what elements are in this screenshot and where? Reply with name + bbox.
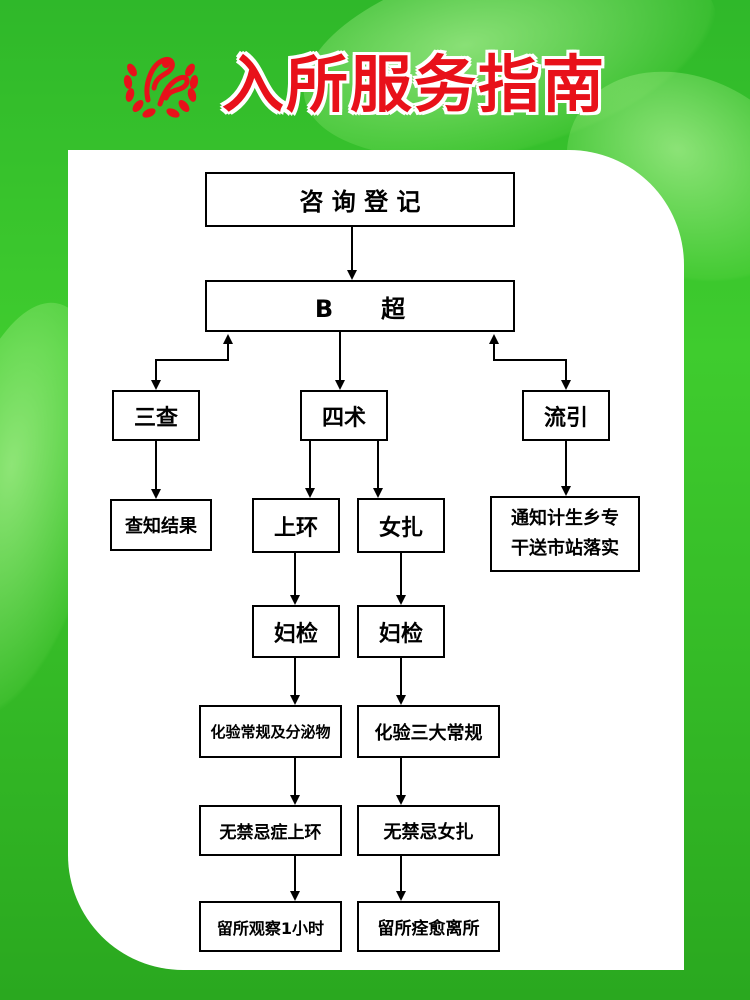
notify-line-2: 干送市站落实 — [511, 538, 619, 559]
recover-leave-right-box: 留所痊愈离所 — [357, 901, 500, 952]
check-result-box: 查知结果 — [110, 499, 212, 551]
page-title: 入所服务指南 — [222, 48, 607, 121]
gyn-exam-left-box: 妇检 — [252, 605, 340, 658]
four-surgeries-box: 四术 — [300, 390, 388, 441]
notify-box: 通知计生乡专 干送市站落实 — [490, 496, 640, 572]
iud-insertion-box: 上环 — [252, 498, 340, 553]
b-ultrasound-box: B 超 — [205, 280, 515, 332]
observe-stay-left-box: 留所观察1小时 — [199, 901, 342, 952]
three-checks-box: 三查 — [112, 390, 200, 441]
lab-test-left-box: 化验常规及分泌物 — [199, 705, 342, 758]
family-planning-logo-icon — [123, 56, 199, 118]
no-contraindication-left-box: 无禁忌症上环 — [199, 805, 342, 856]
tubal-ligation-box: 女扎 — [357, 498, 445, 553]
gyn-exam-right-box: 妇检 — [357, 605, 445, 658]
consult-register-box: 咨 询 登 记 — [205, 172, 515, 227]
header: 入所服务指南 — [0, 0, 750, 150]
no-contraindication-right-box: 无禁忌女扎 — [357, 805, 500, 856]
notify-line-1: 通知计生乡专 — [511, 508, 619, 529]
lab-test-right-box: 化验三大常规 — [357, 705, 500, 758]
abortion-box: 流引 — [522, 390, 610, 441]
